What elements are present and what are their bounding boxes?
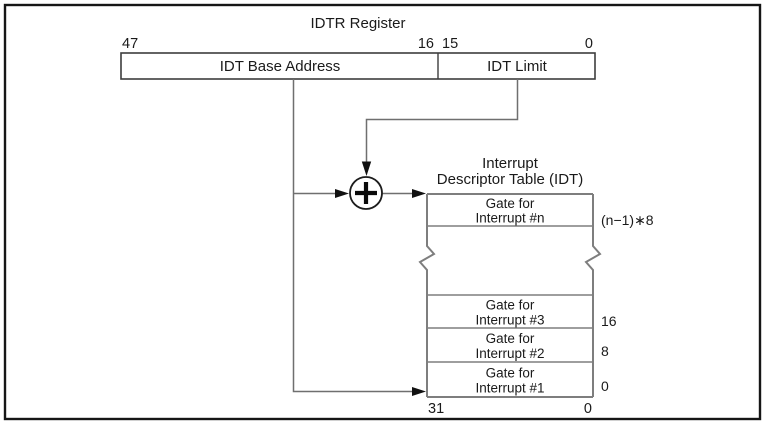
arrow-into-table-bottom-icon	[412, 387, 426, 396]
offset-label-0: 0	[601, 378, 609, 394]
idt-table: Gate for Interrupt #n Gate for Interrupt…	[418, 193, 602, 398]
arrow-down-into-adder-icon	[361, 161, 372, 176]
arrow-into-table-top-icon	[412, 189, 426, 198]
idt-title-line1: Interrupt	[482, 155, 539, 172]
gate-2-line1: Gate for	[486, 331, 535, 346]
offset-label-8: 8	[601, 343, 609, 359]
plus-icon	[355, 182, 377, 204]
idt-limit-field: IDT Limit	[487, 58, 548, 75]
arrow-right-into-adder-icon	[335, 189, 349, 198]
bit-label-31-table: 31	[428, 401, 444, 417]
gate-1-line2: Interrupt #1	[475, 381, 544, 396]
bit-label-47: 47	[122, 36, 138, 52]
offset-label-16: 16	[601, 313, 617, 329]
figure-frame	[3, 3, 762, 421]
table-right-border-break-mark	[584, 194, 602, 397]
idt-base-address-field: IDT Base Address	[220, 58, 341, 75]
table-row-gate-1: Gate for Interrupt #1	[475, 366, 544, 396]
idtr-register-title: IDTR Register	[310, 15, 405, 32]
offset-label-n: (n−1)∗8	[601, 212, 654, 228]
gate-2-line2: Interrupt #2	[475, 346, 544, 361]
table-row-gate-n: Gate for Interrupt #n	[475, 196, 544, 226]
idt-title-line2: Descriptor Table (IDT)	[437, 171, 583, 188]
table-row-gate-3: Gate for Interrupt #3	[475, 298, 544, 328]
gate-3-line1: Gate for	[486, 298, 535, 313]
bit-label-15: 15	[442, 36, 458, 52]
bit-label-0-register: 0	[585, 36, 593, 52]
gate-n-line2: Interrupt #n	[475, 211, 544, 226]
table-row-gate-2: Gate for Interrupt #2	[475, 331, 544, 361]
table-left-border-break-mark	[418, 194, 436, 397]
idtr-register-box	[120, 52, 596, 80]
gate-n-line1: Gate for	[486, 196, 535, 211]
gate-1-line1: Gate for	[486, 366, 535, 381]
gate-3-line2: Interrupt #3	[475, 313, 544, 328]
idt-limit-wire	[365, 79, 519, 163]
bit-label-16: 16	[418, 36, 434, 52]
base-address-wire	[292, 79, 413, 393]
bit-label-0-table: 0	[584, 401, 592, 417]
